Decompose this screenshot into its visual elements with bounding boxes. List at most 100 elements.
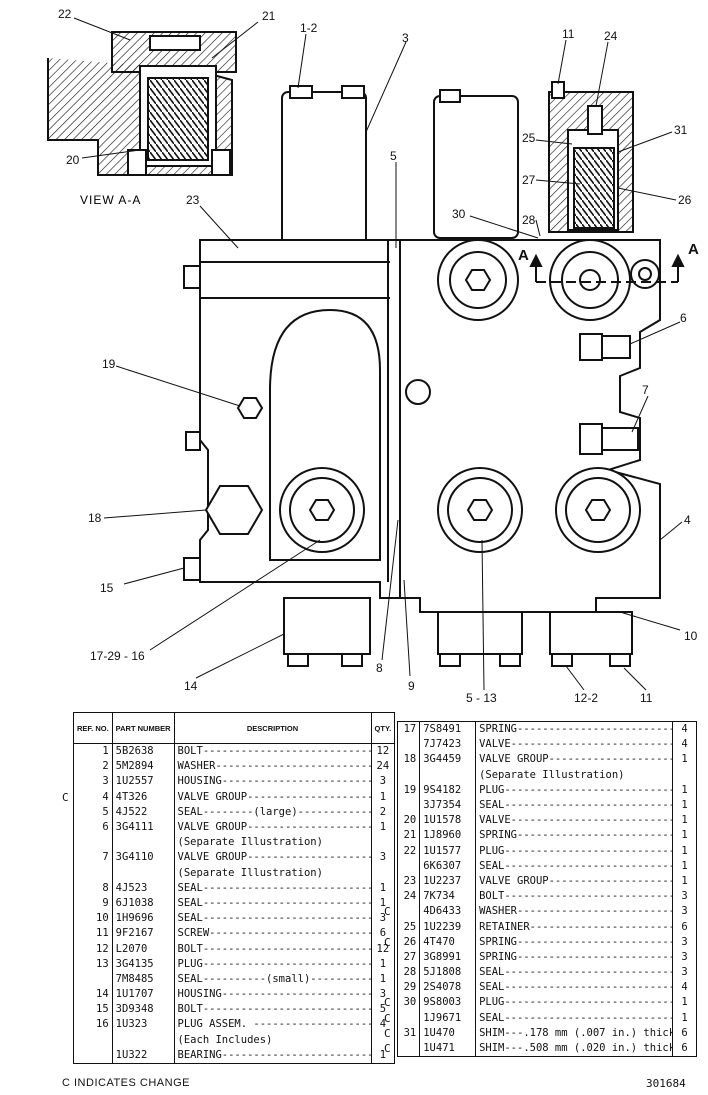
cell-part: 1U2237 (419, 873, 477, 890)
cell-qty: 12 (376, 942, 390, 955)
cell-ref (73, 1047, 113, 1064)
cell-ref: 26 (397, 934, 421, 950)
cell-desc: PLUG---------------------------- (475, 995, 674, 1011)
cell-qty: 3 (681, 890, 688, 903)
cell-part: 5M2894 (112, 759, 175, 775)
cell-qty: 1 (681, 753, 688, 766)
cell-part: 3D9348 (112, 1002, 175, 1018)
callout-22: 22 (58, 7, 72, 21)
cell-desc: VALVE--------------------------- (475, 737, 674, 753)
cell-part: 7S8491 (419, 721, 477, 738)
cell-ref (73, 835, 113, 851)
callout-23: 23 (186, 193, 200, 207)
cell-qty: 1 (681, 783, 688, 796)
cell-desc: WASHER-------------------------- (475, 904, 674, 920)
callout-5: 5 (390, 149, 397, 163)
parts-row: (Separate Illustration) (73, 865, 395, 881)
cell-qty: 3 (379, 851, 387, 864)
cell-qty: 6 (681, 920, 688, 933)
cell-ref (397, 767, 421, 783)
cell-ref: 19 (397, 782, 421, 798)
cell-part: 3G4135 (112, 956, 175, 972)
upper-housing-left (281, 91, 367, 261)
cell-part: 3G8991 (419, 949, 477, 965)
header-part: PART NUMBER (112, 712, 175, 744)
cell-qty (371, 835, 395, 850)
cell-desc: SPRING-------------------------- (475, 934, 674, 950)
lower-housing-middle (437, 611, 523, 655)
cell-qty: 5 (379, 1003, 387, 1016)
change-marker: C (62, 790, 69, 804)
cell-desc: VALVE GROUP--------------------- (174, 850, 372, 866)
cell-qty: 1 (379, 881, 387, 894)
cell-ref: 30 (397, 995, 421, 1011)
fitting-7 (579, 423, 639, 455)
cell-ref: 6 (73, 819, 113, 836)
callout-17-29-16: 17-29 - 16 (90, 649, 145, 663)
cell-part: 1U2239 (419, 919, 477, 935)
cell-part: 4T326 (112, 789, 175, 805)
cell-qty (673, 768, 697, 783)
cell-desc: SPRING-------------------------- (475, 721, 674, 738)
parts-row: (Each Includes) (73, 1032, 395, 1048)
section-marker-left: A (518, 247, 529, 264)
cell-ref (397, 1040, 421, 1057)
cell-desc: SEAL--------(large)------------- (174, 804, 372, 820)
cell-part: 4D6433 (419, 904, 477, 920)
cell-ref: 5 (73, 804, 113, 820)
cell-part: 4J522 (112, 804, 175, 820)
cell-ref: 9 (73, 895, 113, 912)
cell-ref: 29 (397, 980, 421, 996)
callout-1-2: 1-2 (300, 21, 318, 35)
section-marker-right: A (688, 241, 699, 258)
cell-qty: 3 (681, 905, 688, 918)
cell-ref: 24 (397, 889, 421, 905)
port-plug-2 (437, 467, 523, 553)
cell-desc: BOLT---------------------------- (475, 889, 674, 905)
cell-ref: 4 (73, 789, 113, 805)
cell-desc: VALVE GROUP--------------------- (174, 789, 372, 805)
port-plug-5 (549, 239, 660, 321)
cell-part: 3G4459 (419, 752, 477, 768)
cell-desc: HOUSING------------------------- (174, 987, 372, 1003)
cell-ref: 12 (73, 941, 113, 957)
cell-part: 2S4078 (419, 980, 477, 996)
cell-qty: 6 (681, 1042, 688, 1055)
cell-ref: 10 (73, 911, 113, 927)
cell-part: 7M8485 (112, 971, 175, 987)
view-a-a-label: VIEW A-A (80, 193, 141, 207)
cell-part: 6J1038 (112, 895, 175, 912)
cell-desc: BOLT---------------------------- (174, 941, 372, 957)
cell-qty: 3 (379, 988, 387, 1001)
cell-part: 7K734 (419, 889, 477, 905)
cell-part: 9F2167 (112, 926, 175, 942)
cell-qty: 3 (379, 775, 387, 788)
cell-part: 1U323 (112, 1017, 175, 1033)
cell-desc: SPRING-------------------------- (475, 949, 674, 965)
section-line-a-a (529, 253, 685, 283)
cell-part: 1J8960 (419, 828, 477, 844)
cell-desc: SHIM---.178 mm (.007 in.) thick- (475, 1025, 674, 1041)
cell-desc: SPRING-------------------------- (475, 828, 674, 844)
cell-desc: (Each Includes) (174, 1032, 372, 1048)
callout-26: 26 (678, 193, 692, 207)
